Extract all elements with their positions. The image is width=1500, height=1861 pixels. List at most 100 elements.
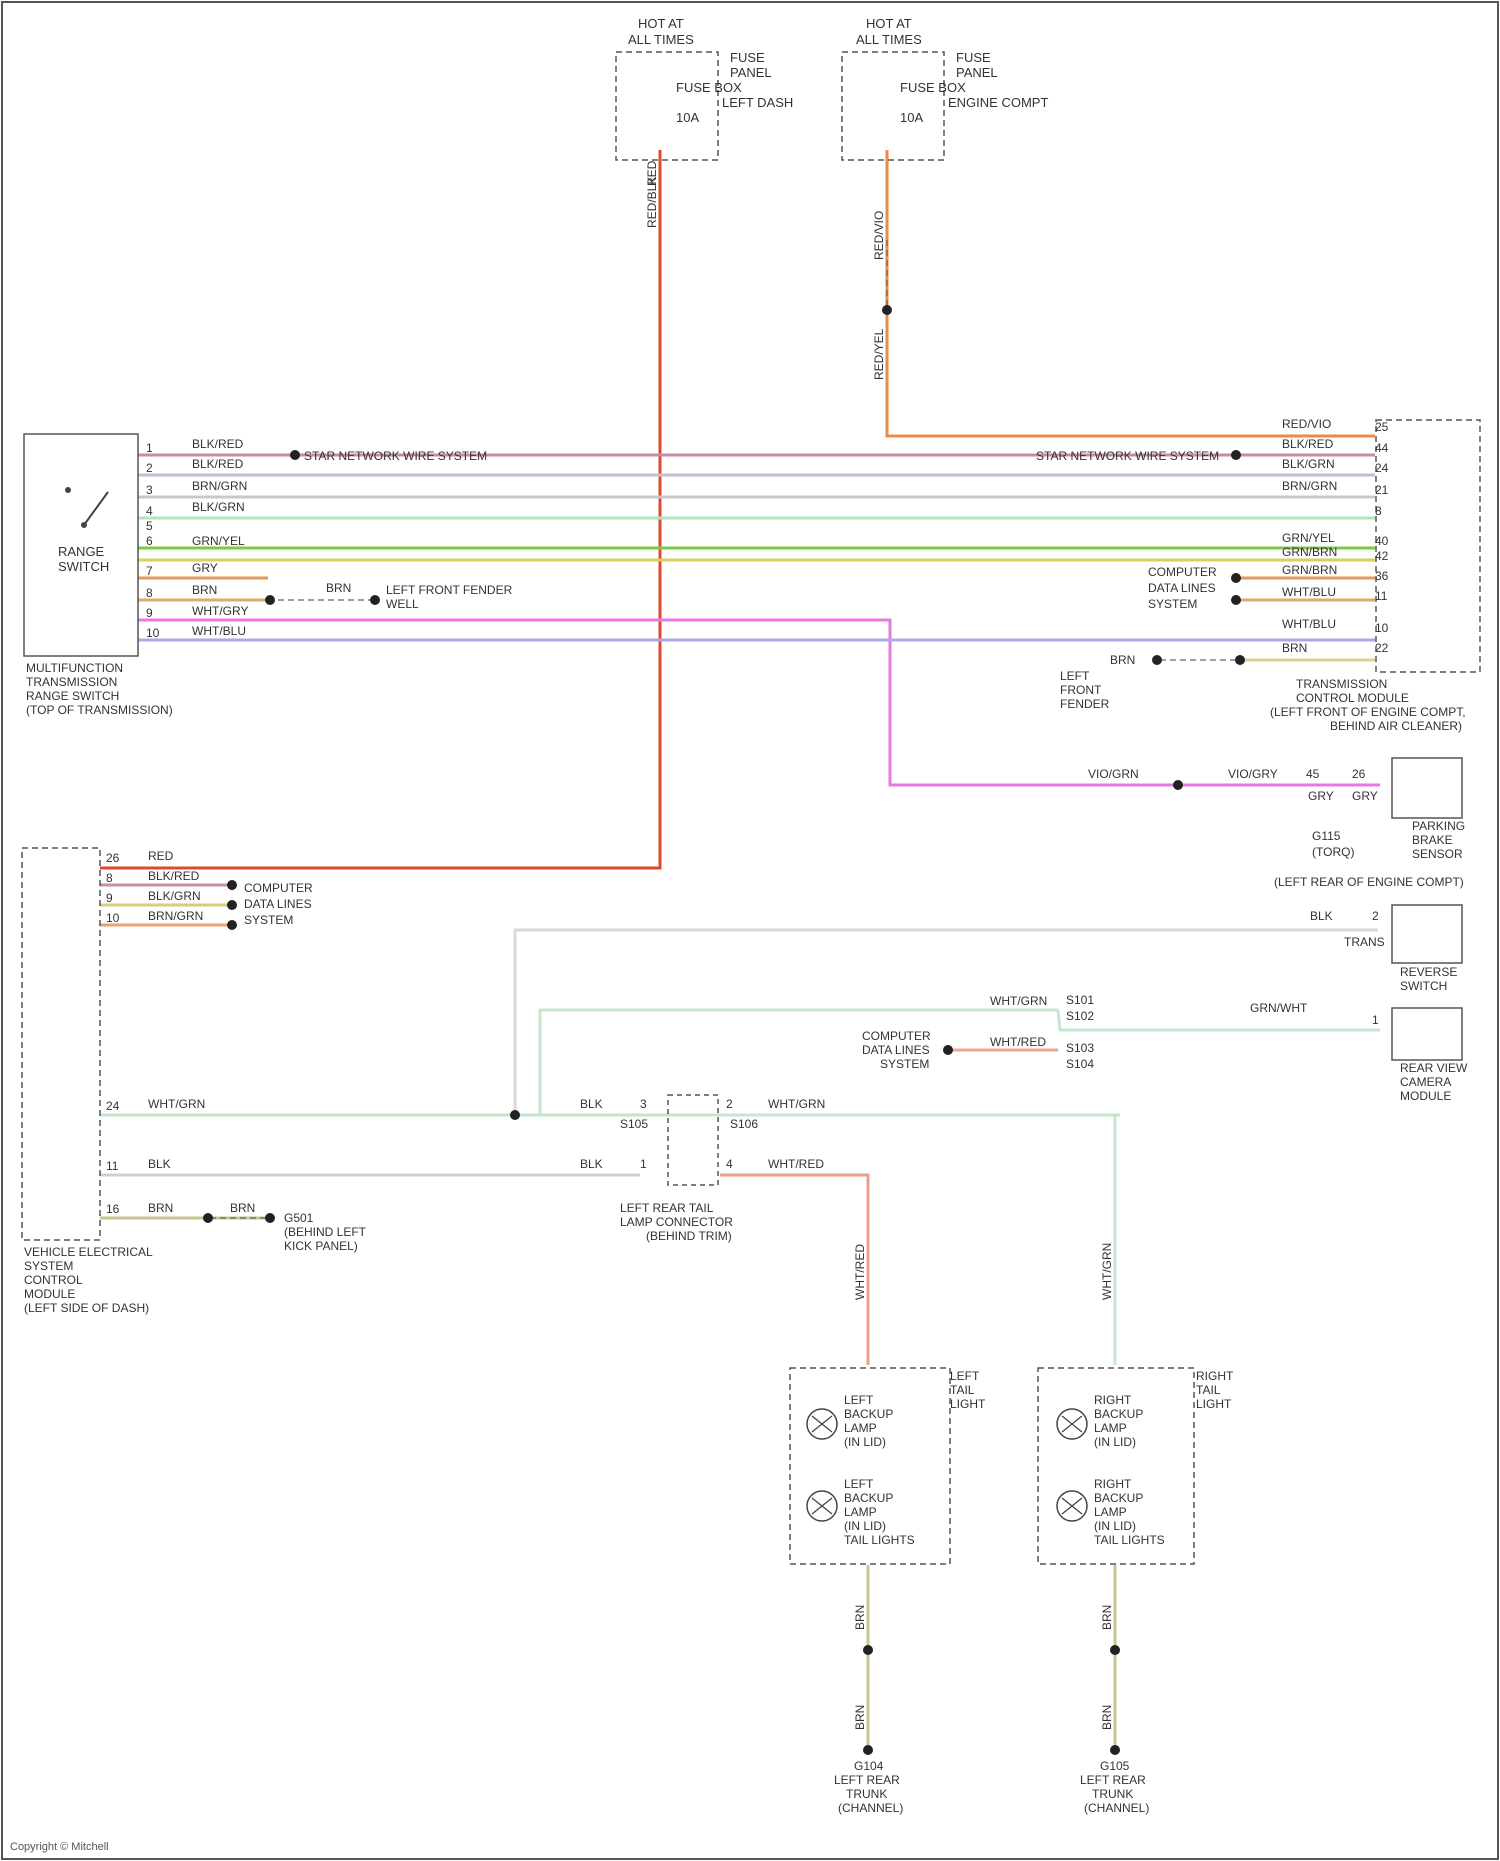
- range-switch-caption: TRANSMISSION: [26, 675, 117, 689]
- ground-caption: LEFT: [1060, 669, 1090, 683]
- splice-dot: [227, 920, 237, 930]
- ground-caption: TRUNK: [846, 1787, 887, 1801]
- pin-label: 2: [726, 1097, 733, 1111]
- wire-label: GRN/WHT: [1250, 1001, 1308, 1015]
- ground-caption: FRONT: [1060, 683, 1102, 697]
- ground-caption: (CHANNEL): [1084, 1801, 1149, 1815]
- wire-label: BLK: [1310, 909, 1333, 923]
- fuse-right-label: ALL TIMES: [856, 32, 922, 47]
- ground-caption: LEFT REAR: [834, 1773, 900, 1787]
- connector-caption: LEFT REAR TAIL: [620, 1201, 714, 1215]
- park-sensor-caption: PARKING: [1412, 819, 1465, 833]
- bulb-icon: [1057, 1491, 1087, 1521]
- pin-label: 2: [146, 461, 153, 475]
- reverse-caption: REVERSE: [1400, 965, 1457, 979]
- fuse-right-label: HOT AT: [866, 16, 912, 31]
- central-module-caption: MODULE: [24, 1287, 75, 1301]
- park-sensor-caption: SENSOR: [1412, 847, 1463, 861]
- cmp-ref: COMPUTER: [244, 881, 313, 895]
- pin-label: 10: [1375, 621, 1389, 635]
- ground-caption: LEFT REAR: [1080, 1773, 1146, 1787]
- orange-wire-label: RED/VIO: [872, 211, 886, 260]
- wire-label: GRN/YEL: [1282, 531, 1335, 545]
- left-tail-title: TAIL: [950, 1383, 975, 1397]
- fuse-right-label: FUSE BOX: [900, 80, 966, 95]
- bulb-icon: [807, 1409, 837, 1439]
- wire-label: WHT/GRN: [990, 994, 1047, 1008]
- wire-label: WHT/GRY: [192, 604, 248, 618]
- wire-label: BRN/GRN: [192, 479, 247, 493]
- pin-label: 40: [1375, 534, 1389, 548]
- pin-label: 42: [1375, 549, 1389, 563]
- pin-label: 22: [1375, 641, 1389, 655]
- central-module-caption: VEHICLE ELECTRICAL: [24, 1245, 153, 1259]
- fuse-left-label: LEFT DASH: [722, 95, 793, 110]
- pin-label: 1: [640, 1157, 647, 1171]
- tcm-caption: CONTROL MODULE: [1296, 691, 1409, 705]
- ground-caption: TRANS: [1344, 935, 1385, 949]
- lamp-label: LEFT: [844, 1477, 874, 1491]
- fuse-right-label: PANEL: [956, 65, 998, 80]
- reverse-wire: [515, 930, 1378, 1115]
- wire-label: WHT/BLU: [1282, 617, 1336, 631]
- wire-label: BLK: [580, 1157, 603, 1171]
- wire-label: BLK/RED: [192, 457, 244, 471]
- fuse-right-label: ENGINE COMPT: [948, 95, 1048, 110]
- red-wire-label: RED: [645, 160, 659, 186]
- splice-label: S103: [1066, 1041, 1094, 1055]
- pin-label: 21: [1375, 483, 1389, 497]
- tcm-caption: BEHIND AIR CLEANER): [1330, 719, 1462, 733]
- splice-dot: [510, 1110, 520, 1120]
- ground-caption: BRN: [1110, 653, 1135, 667]
- monitor-caption: CAMERA: [1400, 1075, 1451, 1089]
- reverse-caption: SWITCH: [1400, 979, 1447, 993]
- tcm-box: [1376, 420, 1480, 672]
- tcm-caption: (LEFT FRONT OF ENGINE COMPT,: [1270, 705, 1466, 719]
- ground-caption: KICK PANEL): [284, 1239, 358, 1253]
- ground-caption: FENDER: [1060, 697, 1110, 711]
- monitor-caption: MODULE: [1400, 1089, 1451, 1103]
- splice-label: S101: [1066, 993, 1094, 1007]
- central-module-caption: CONTROL: [24, 1273, 83, 1287]
- wire-label: BLK/GRN: [192, 500, 245, 514]
- pin-label: 3: [146, 483, 153, 497]
- splice-label: S104: [1066, 1057, 1094, 1071]
- fuse-right-box: [842, 52, 944, 160]
- pin-label: 4: [726, 1157, 733, 1171]
- right-tail-title: RIGHT: [1196, 1369, 1234, 1383]
- central-module-box: [22, 848, 100, 1240]
- pin-label: 9: [146, 606, 153, 620]
- red-power-wire: [100, 150, 660, 868]
- star-network-ref: STAR NETWORK WIRE SYSTEM: [1036, 449, 1219, 463]
- park-sensor-caption: BRAKE: [1412, 833, 1453, 847]
- wire-label: WHT/GRN: [1100, 1243, 1114, 1300]
- cmp-ref: DATA LINES: [1148, 581, 1216, 595]
- pin-label: 9: [106, 891, 113, 905]
- left-tail-title: LIGHT: [950, 1397, 986, 1411]
- cmp-ref: DATA LINES: [862, 1043, 930, 1057]
- tcm-caption: TRANSMISSION: [1296, 677, 1387, 691]
- copyright-text: Copyright © Mitchell: [10, 1841, 109, 1853]
- wire-label: WHT/RED: [990, 1035, 1046, 1049]
- bulb-icon: [1057, 1409, 1087, 1439]
- fuse-left-box: [616, 52, 718, 160]
- splice-dot: [265, 595, 275, 605]
- wire-label: GRN/BRN: [1282, 545, 1337, 559]
- wire-label: GRY: [1352, 789, 1378, 803]
- wire-label: GRY: [192, 561, 218, 575]
- reverse-switch-box: [1392, 905, 1462, 963]
- lamp-label: RIGHT: [1094, 1393, 1132, 1407]
- ground-caption: (BEHIND LEFT: [284, 1225, 367, 1239]
- tcm-pin-labels: 25 44 24 21 8 40 42 36 11 10 22: [1375, 420, 1389, 655]
- ground-caption: G104: [854, 1759, 884, 1773]
- pin-label: 8: [106, 871, 113, 885]
- fuse-right-label: FUSE: [956, 50, 991, 65]
- fuse-left-label: FUSE: [730, 50, 765, 65]
- pin-label: 5: [146, 519, 153, 533]
- lamp-label: BACKUP: [844, 1407, 893, 1421]
- splice-dot: [265, 1213, 275, 1223]
- pin-label: 8: [146, 586, 153, 600]
- connector-caption: (BEHIND TRIM): [646, 1229, 732, 1243]
- wire-label: BRN: [192, 583, 217, 597]
- ground-wire-label: BRN: [326, 581, 351, 595]
